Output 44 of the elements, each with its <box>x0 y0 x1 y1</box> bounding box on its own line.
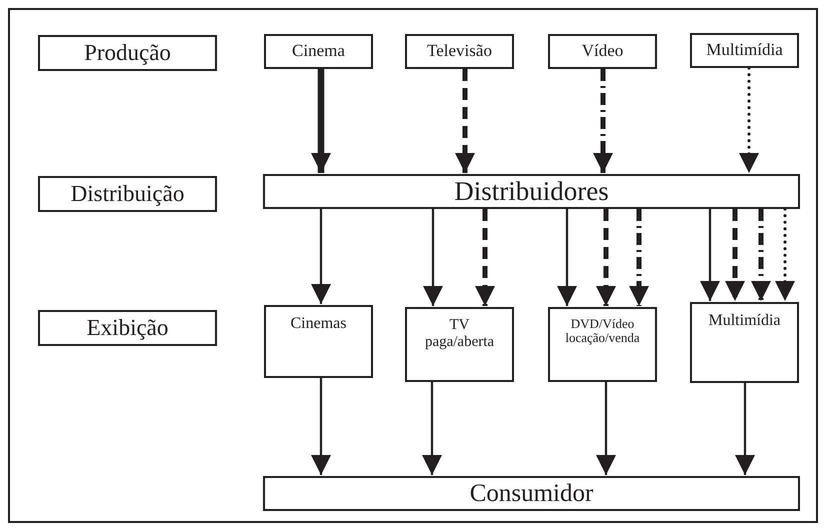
arrow <box>735 383 755 475</box>
box-label: Multimídia <box>706 41 783 60</box>
box-label: Distribuidores <box>454 176 609 206</box>
box-label: Cinemas <box>290 315 346 333</box>
process-box <box>263 174 800 209</box>
arrow <box>423 209 443 306</box>
arrow <box>775 208 795 302</box>
process-box <box>548 307 657 382</box>
box-label: DVD/Vídeo locação/venda <box>564 317 641 346</box>
box-label: Cinema <box>292 42 345 61</box>
process-box <box>263 476 800 511</box>
arrow <box>739 66 759 174</box>
box-label: Multimídia <box>708 312 780 330</box>
box-label: Exibição <box>86 315 168 341</box>
arrow <box>311 69 331 173</box>
arrow <box>596 382 616 475</box>
arrow <box>422 382 442 475</box>
arrow <box>596 209 616 306</box>
process-box <box>405 34 514 69</box>
stage-label <box>38 176 217 212</box>
arrow <box>593 69 613 173</box>
process-box <box>405 307 514 382</box>
process-box <box>690 302 799 383</box>
stage-label <box>38 35 217 71</box>
process-box <box>264 34 373 69</box>
box-label: Televisão <box>427 42 492 61</box>
arrow <box>700 209 720 301</box>
arrow <box>455 69 475 173</box>
arrow <box>629 209 649 306</box>
box-label: TV paga/aberta <box>424 317 496 350</box>
box-label: Vídeo <box>582 42 624 61</box>
process-box <box>548 34 657 69</box>
process-box <box>264 305 373 378</box>
box-label: Produção <box>84 40 171 66</box>
arrow <box>475 209 495 306</box>
stage-label <box>38 310 217 346</box>
arrow <box>311 378 331 475</box>
arrow <box>311 209 331 304</box>
arrow <box>725 209 745 301</box>
arrow <box>751 209 771 301</box>
box-label: Consumidor <box>470 480 594 508</box>
box-label: Distribuição <box>70 181 184 207</box>
process-box <box>690 33 799 68</box>
arrow <box>557 209 577 306</box>
